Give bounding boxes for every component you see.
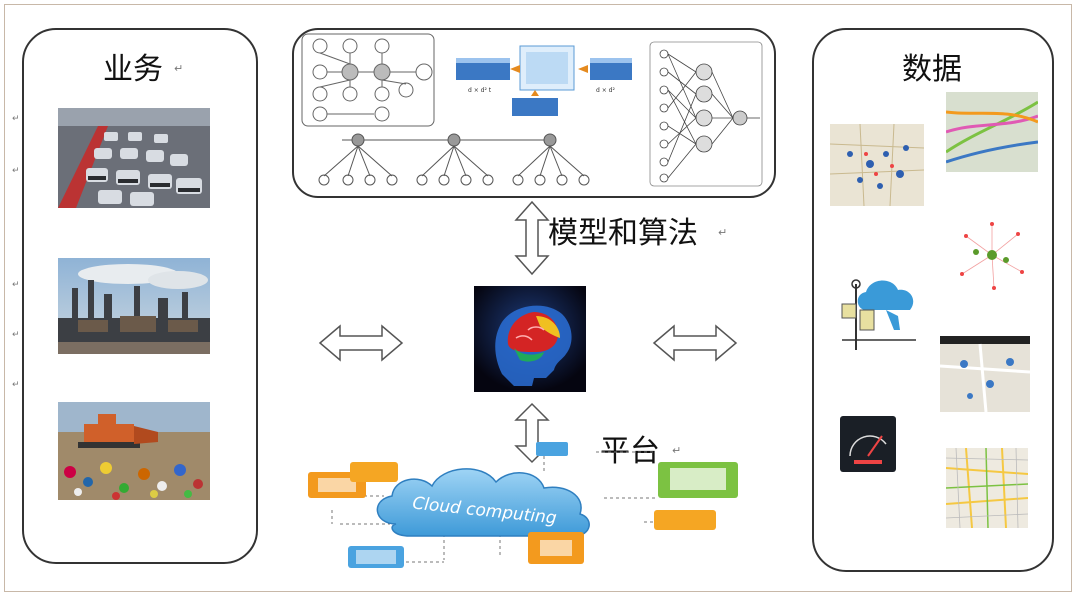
gauge-thumb (840, 416, 896, 472)
outer-frame (4, 4, 1072, 592)
business-title: 业务 (103, 52, 163, 87)
network-diagram: d × d² t d × d² (301, 33, 763, 187)
weather-icon (836, 270, 928, 354)
return-mark: ↵ (672, 444, 682, 457)
map-points-thumb (830, 124, 924, 206)
factory-photo (58, 258, 210, 354)
brain-icon (474, 286, 586, 392)
trajectories-thumb (946, 92, 1038, 172)
return-mark: ↵ (12, 380, 20, 390)
return-mark: ↵ (12, 166, 20, 176)
models-label: 模型和算法 (548, 216, 698, 251)
arrow-models-brain (512, 200, 552, 276)
cloud-icon: Cloud computing (304, 438, 760, 572)
phone-map-thumb (940, 336, 1030, 412)
data-title: 数据 (902, 52, 962, 87)
arrow-brain-data (652, 322, 738, 364)
return-mark: ↵ (12, 280, 20, 290)
svg-text:d × d² t: d × d² t (468, 87, 492, 94)
return-mark: ↵ (12, 330, 20, 340)
traffic-photo (58, 108, 210, 208)
return-mark: ↵ (174, 62, 184, 75)
landfill-photo (58, 402, 210, 500)
arrow-business-brain (318, 322, 404, 364)
road-map-thumb (946, 448, 1028, 528)
graph-thumb (946, 216, 1038, 294)
model-diagrams: d × d² t d × d² (298, 32, 768, 194)
return-mark: ↵ (718, 226, 728, 239)
return-mark: ↵ (12, 114, 20, 124)
svg-text:d × d²: d × d² (596, 87, 615, 94)
